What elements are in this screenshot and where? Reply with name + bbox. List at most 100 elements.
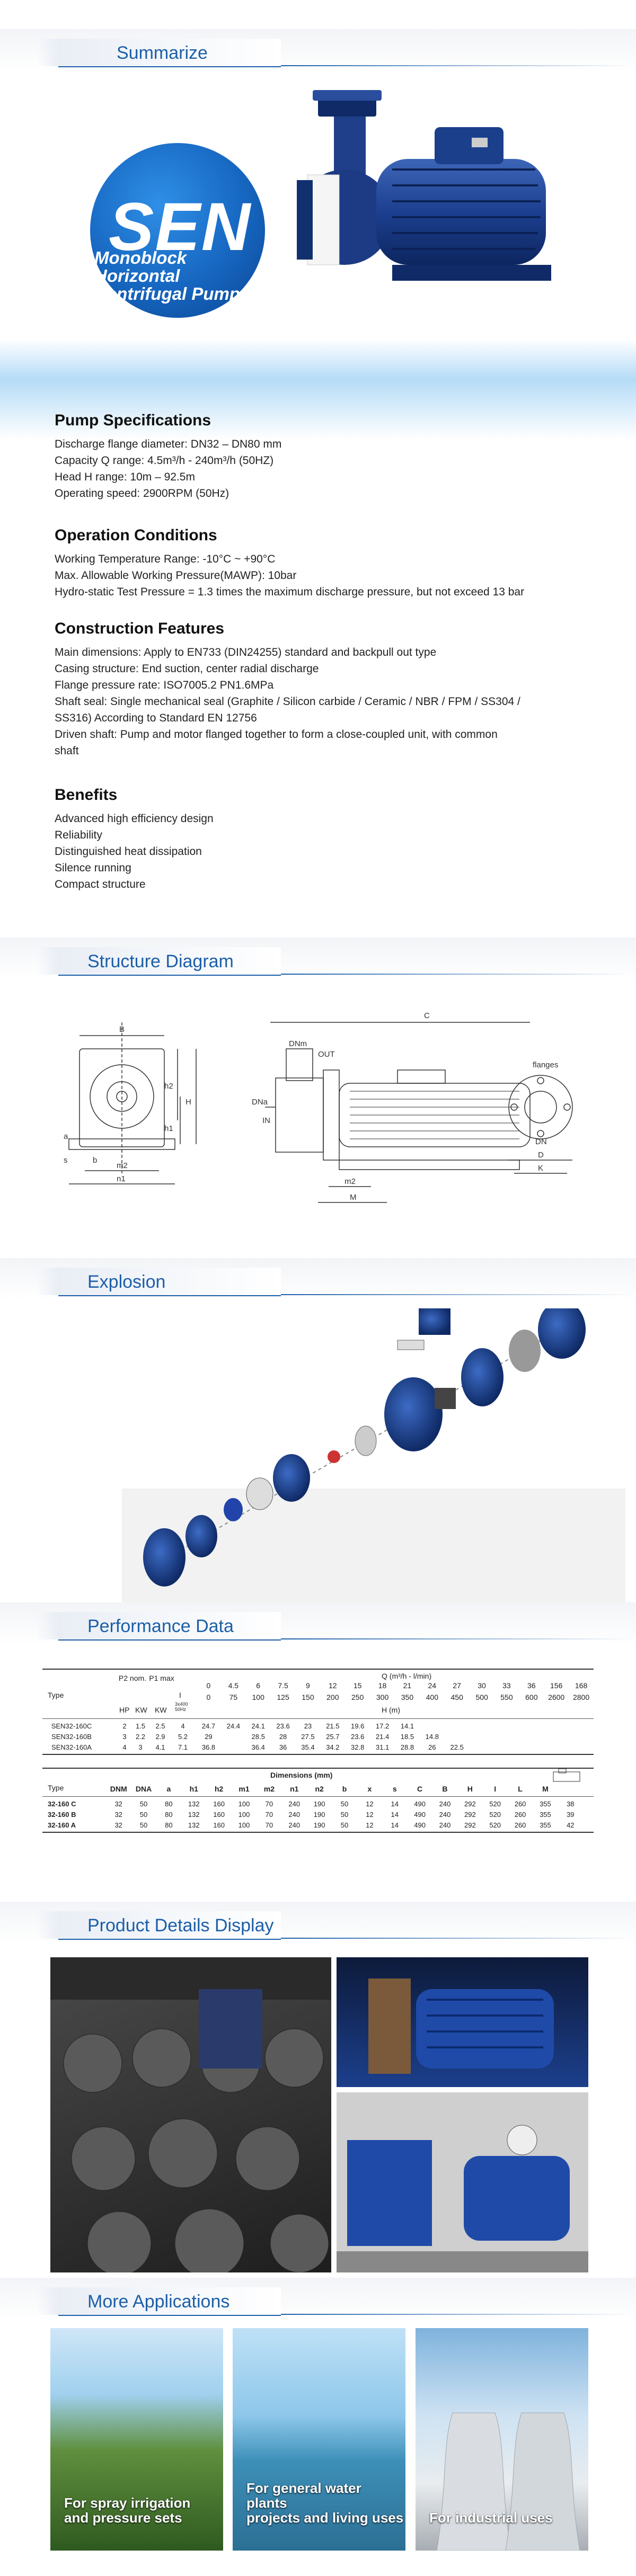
q-lmin-cell: 2800	[572, 1693, 590, 1701]
spec-line: Compact structure	[55, 878, 146, 890]
perf-hp-cell: 4	[122, 1743, 127, 1751]
q-m3h-cell: 156	[550, 1681, 563, 1690]
dims-header: Dimensions (mm)	[270, 1771, 333, 1779]
q-lmin-cell: 100	[252, 1693, 264, 1701]
q-lmin-cell: 450	[450, 1693, 463, 1701]
dims-value-cell: 520	[489, 1811, 501, 1819]
perf-h-cell: 36.8	[201, 1743, 216, 1751]
dim-label-dn: DN	[535, 1137, 547, 1146]
section-title: Explosion	[87, 1272, 166, 1292]
spec-heading: Construction Features	[55, 620, 225, 637]
dims-value-cell: 260	[514, 1811, 526, 1819]
perf-h-cell: 22.5	[450, 1743, 464, 1751]
perf-h-cell: 35.4	[301, 1743, 315, 1751]
dims-type-cell: 32-160 A	[48, 1821, 76, 1829]
dim-label-d: D	[538, 1151, 544, 1160]
dims-value-cell: 132	[188, 1800, 200, 1808]
product-banner: Product Details Display	[0, 1902, 636, 1944]
dims-value-cell: 32	[114, 1800, 122, 1808]
dims-col-header: s	[392, 1785, 397, 1793]
section-title: Performance Data	[87, 1616, 234, 1636]
app-label-line: projects and living uses	[246, 2510, 404, 2526]
dims-value-cell: 50	[340, 1821, 349, 1829]
dims-col-header: L	[518, 1785, 523, 1793]
dim-label-b: b	[93, 1156, 97, 1165]
q-lmin-cell: 600	[525, 1693, 538, 1701]
dims-value-cell: 240	[288, 1800, 301, 1808]
perf-h-cell: 24.1	[251, 1722, 265, 1730]
spec-line: Advanced high efficiency design	[55, 813, 214, 825]
dims-col-header: h2	[214, 1785, 224, 1793]
construction-features: Construction Features Main dimensions: A…	[55, 620, 585, 759]
unit-kw: KW	[155, 1706, 167, 1714]
q-lmin-cell: 500	[475, 1693, 488, 1701]
perf-h-cell: 21.5	[326, 1722, 340, 1730]
perf-h-cell: 23.6	[351, 1733, 365, 1741]
spec-line: Operating speed: 2900RPM (50Hz)	[55, 487, 229, 500]
dim-label-b-upper: B	[119, 1025, 125, 1034]
perf-kw-cell: 3	[138, 1743, 143, 1751]
q-m3h-cell: 33	[502, 1681, 511, 1690]
section-title: Summarize	[117, 43, 208, 63]
perf-h-cell: 31.1	[375, 1743, 390, 1751]
product-photo-workshop	[50, 1957, 331, 2272]
spec-line: Distinguished heat dissipation	[55, 845, 202, 858]
dims-value-cell: 490	[414, 1811, 426, 1819]
dim-label-a: a	[64, 1132, 68, 1141]
perf-kw-cell: 1.5	[135, 1722, 146, 1730]
q-lmin-cell: 0	[206, 1693, 211, 1701]
q-lmin-cell: 250	[351, 1693, 364, 1701]
dims-value-cell: 240	[439, 1800, 451, 1808]
unit-kw: KW	[135, 1706, 147, 1714]
dims-value-cell: 42	[567, 1821, 575, 1829]
spec-heading: Benefits	[55, 786, 118, 804]
hero-circle	[90, 143, 265, 318]
dims-value-cell: 160	[213, 1811, 225, 1819]
dims-value-cell: 355	[540, 1811, 551, 1819]
q-lmin-cell: 150	[302, 1693, 314, 1701]
q-lmin-cell: 300	[376, 1693, 389, 1701]
dims-value-cell: 12	[366, 1800, 374, 1808]
dims-value-cell: 38	[567, 1800, 575, 1808]
spec-line: Discharge flange diameter: DN32 – DN80 m…	[55, 438, 282, 450]
col-type: Type	[48, 1784, 64, 1792]
dims-col-header: m1	[238, 1785, 250, 1793]
dims-value-cell: 292	[464, 1821, 476, 1829]
perf-h-cell: 18.5	[400, 1733, 414, 1741]
dims-value-cell: 50	[139, 1821, 148, 1829]
dims-value-cell: 292	[464, 1811, 476, 1819]
dims-value-cell: 80	[165, 1800, 173, 1808]
dims-col-header: h1	[189, 1785, 198, 1793]
dims-col-header: b	[342, 1785, 347, 1793]
spec-line: Driven shaft: Pump and motor flanged tog…	[55, 728, 498, 741]
spec-line: Capacity Q range: 4.5m³/h - 240m³/h (50H…	[55, 454, 274, 467]
spec-line: Reliability	[55, 829, 102, 841]
dims-value-cell: 50	[139, 1811, 148, 1819]
perf-h-cell: 14.8	[425, 1733, 439, 1741]
spec-line: Main dimensions: Apply to EN733 (DIN2425…	[55, 646, 437, 658]
spec-heading: Operation Conditions	[55, 527, 217, 544]
dims-col-header: a	[166, 1785, 171, 1793]
q-m3h-cell: 0	[206, 1681, 211, 1690]
pump-outline-icon	[553, 1769, 580, 1782]
perf-h-cell: 26	[428, 1743, 436, 1751]
q-lmin-cell: 400	[426, 1693, 438, 1701]
app-card-irrigation: For spray irrigation and pressure sets	[50, 2328, 223, 2551]
dims-col-header: m2	[263, 1785, 275, 1793]
q-m3h-cell: 12	[329, 1681, 337, 1690]
dims-value-cell: 240	[439, 1811, 451, 1819]
perf-h-cell: 24.4	[226, 1722, 240, 1730]
unit-amp: 3x400 50Hz	[175, 1701, 188, 1712]
pump-image	[297, 90, 551, 281]
q-m3h-cell: 18	[378, 1681, 387, 1690]
dims-value-cell: 100	[238, 1800, 250, 1808]
dims-col-header: n2	[315, 1785, 324, 1793]
perf-i-cell: 7.1	[178, 1743, 188, 1751]
q-lmin-cell: 125	[277, 1693, 289, 1701]
q-m3h-cell: 9	[306, 1681, 310, 1690]
dims-value-cell: 240	[439, 1821, 451, 1829]
dims-value-cell: 32	[114, 1811, 122, 1819]
dims-value-cell: 355	[540, 1800, 551, 1808]
q-m3h-cell: 15	[353, 1681, 362, 1690]
perf-type-cell: SEN32-160B	[51, 1733, 92, 1741]
